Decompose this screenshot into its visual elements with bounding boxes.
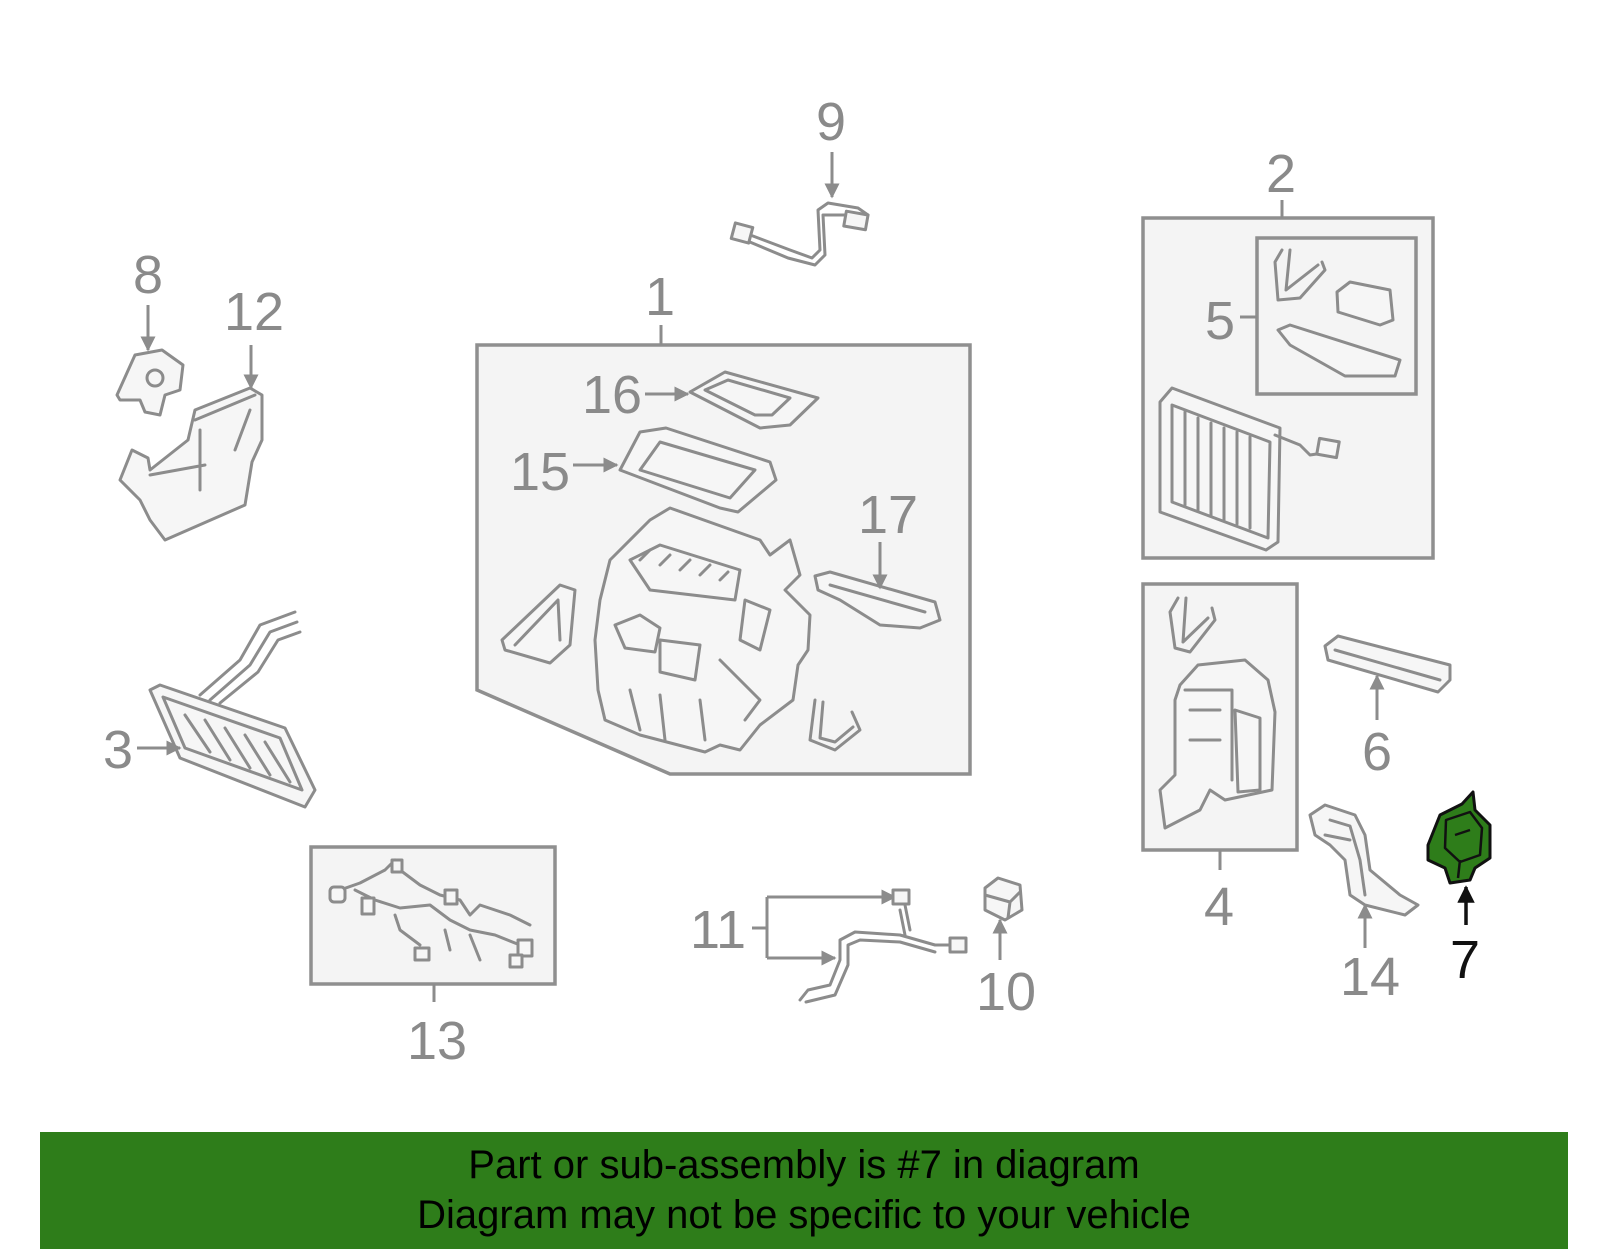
callout-10: 10 bbox=[976, 962, 1036, 1022]
part-4-blower-shape bbox=[1158, 658, 1277, 830]
part-10-group[interactable]: 10 bbox=[976, 876, 1036, 1022]
part-1-unit-shape bbox=[593, 506, 812, 754]
part-5-duct bbox=[1276, 323, 1402, 378]
part-7-shape bbox=[1426, 790, 1492, 885]
callout-8: 8 bbox=[133, 245, 163, 305]
callout-1: 1 bbox=[645, 267, 675, 327]
part-3-group[interactable]: 3 bbox=[103, 610, 317, 809]
part-14-group[interactable]: 14 bbox=[1308, 803, 1420, 1007]
part-14-shape bbox=[1308, 803, 1420, 917]
part-7-group[interactable]: 7 bbox=[1426, 790, 1492, 990]
part-4-group[interactable]: 4 bbox=[1141, 582, 1299, 937]
callout-4: 4 bbox=[1204, 877, 1234, 937]
part-4-pipe bbox=[1168, 596, 1217, 654]
part-12-shape bbox=[118, 386, 264, 542]
callout-16: 16 bbox=[582, 365, 642, 425]
banner-line-1: Part or sub-assembly is #7 in diagram bbox=[468, 1143, 1140, 1187]
callout-2: 2 bbox=[1266, 144, 1296, 204]
part-2-group[interactable]: 2 5 bbox=[1141, 144, 1435, 560]
part-12-group[interactable]: 12 bbox=[118, 282, 284, 542]
callout-11: 11 bbox=[690, 900, 746, 960]
part-5-block bbox=[1335, 280, 1395, 327]
callout-17: 17 bbox=[858, 485, 918, 545]
banner-line-2: Diagram may not be specific to your vehi… bbox=[417, 1193, 1191, 1237]
part-6-group[interactable]: 6 bbox=[1323, 634, 1452, 782]
callout-3: 3 bbox=[103, 720, 133, 780]
part-11-shape bbox=[798, 903, 957, 1004]
part-13-harness bbox=[338, 858, 532, 962]
callout-15: 15 bbox=[510, 442, 570, 502]
part-1-pipe bbox=[808, 698, 862, 752]
part-8-group[interactable]: 8 bbox=[115, 245, 185, 417]
part-16-shape bbox=[688, 370, 820, 430]
callout-5: 5 bbox=[1205, 291, 1235, 351]
part-9-group[interactable]: 9 bbox=[729, 92, 870, 267]
part-9-shape bbox=[743, 201, 870, 260]
callout-12: 12 bbox=[224, 282, 284, 342]
part-13-group[interactable]: 13 bbox=[309, 845, 557, 1071]
info-banner: Part or sub-assembly is #7 in diagram Di… bbox=[40, 1132, 1568, 1249]
callout-9: 9 bbox=[816, 92, 846, 152]
callout-14: 14 bbox=[1340, 947, 1400, 1007]
callout-13: 13 bbox=[407, 1011, 467, 1071]
part-11-group[interactable]: 11 bbox=[690, 888, 968, 1004]
part-1-heater-unit-group[interactable]: 1 16 15 17 bbox=[475, 267, 972, 776]
part-5-pipe bbox=[1273, 248, 1327, 302]
callout-7: 7 bbox=[1450, 930, 1480, 990]
callout-6: 6 bbox=[1362, 722, 1392, 782]
part-3-shape bbox=[148, 683, 317, 809]
